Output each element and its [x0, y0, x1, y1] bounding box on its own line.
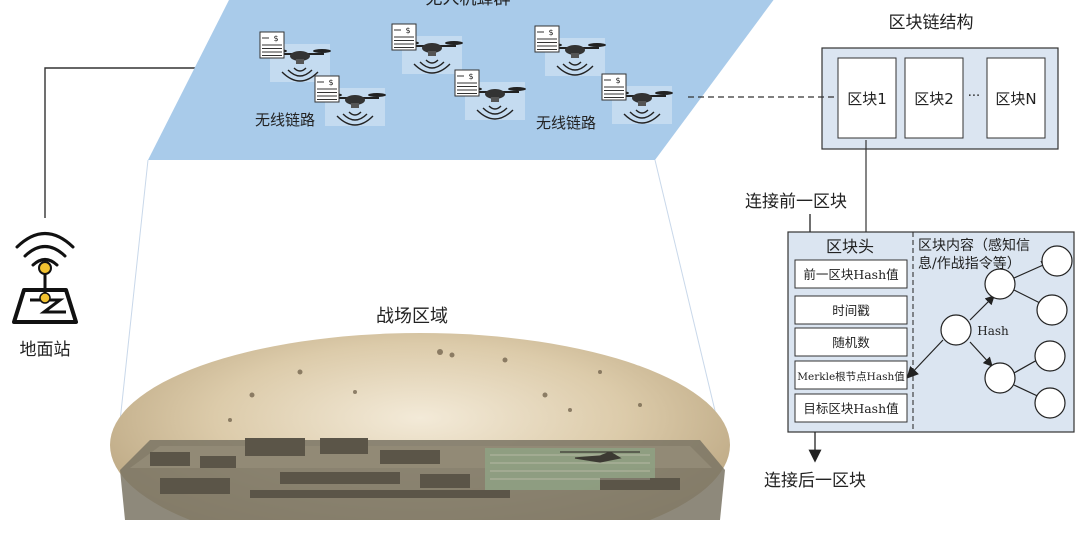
- header-field-box: [794, 393, 908, 423]
- ground-station-label: 地面站: [20, 340, 71, 360]
- ledger-icon: $: [601, 73, 627, 101]
- projection-line-left: [117, 159, 149, 441]
- merkle-leaf-node: [1034, 387, 1066, 419]
- ledger-icon: $: [314, 75, 340, 103]
- merkle-leaf-node: [1034, 340, 1066, 372]
- header-field-box: [794, 360, 908, 390]
- wireless-signal-icon: [15, 232, 75, 267]
- merkle-branch-node: [984, 268, 1016, 300]
- block-content-title-line2: 息/作战指令等）: [918, 255, 1021, 272]
- battlefield-label: 战场区域: [376, 306, 448, 327]
- wireless-link-label-right: 无线链路: [536, 114, 596, 132]
- radio-waves-icon: [413, 59, 451, 74]
- header-field-box: [794, 327, 908, 357]
- ledger-icon: $: [534, 25, 560, 53]
- header-field-label: 随机数: [832, 335, 870, 350]
- radio-waves-icon: [556, 61, 594, 76]
- connect-previous-label: 连接前一区块: [745, 192, 847, 212]
- ledger-icon: $: [454, 69, 480, 97]
- header-field-box: [794, 295, 908, 325]
- radio-waves-icon: [623, 109, 661, 124]
- block-n: [986, 57, 1046, 139]
- wireless-link-label-left: 无线链路: [255, 111, 315, 129]
- drone-node: $: [314, 75, 386, 126]
- radio-waves-icon: [336, 111, 374, 126]
- ledger-symbol: $: [548, 28, 553, 37]
- header-field-box: [794, 259, 908, 289]
- block-1: [837, 57, 897, 139]
- ground-link-line: [44, 67, 205, 218]
- connect-next-label: 连接后一区块: [764, 471, 866, 491]
- merkle-leaf-node: [1036, 294, 1068, 326]
- block-1-label: 区块1: [847, 90, 887, 108]
- drone-node: $: [534, 25, 606, 76]
- merkle-branch-node: [984, 362, 1016, 394]
- block-2: [904, 57, 964, 139]
- ground-station: 地面站: [12, 67, 205, 360]
- terrain-debris: [228, 349, 642, 422]
- base-compound: [120, 438, 725, 520]
- ledger-symbol: $: [328, 78, 333, 87]
- header-field-label: Merkle根节点Hash值: [797, 370, 905, 383]
- radio-waves-icon: [281, 67, 319, 82]
- blockchain-structure: 区块链结构 区块1 区块2 ··· 区块N: [688, 13, 1059, 232]
- ledger-symbol: $: [615, 76, 620, 85]
- drone-swarm-plane: 无人机蜂群 无线链路 无线链路 $ $ $ $ $ $: [148, 0, 774, 160]
- ledger-symbol: $: [273, 34, 278, 43]
- merkle-root-node: [940, 314, 972, 346]
- block-content-title-line1: 区块内容（感知信: [918, 237, 1030, 254]
- header-field-label: 目标区块Hash值: [803, 401, 898, 416]
- ledger-symbol: $: [405, 26, 410, 35]
- drone-node: $: [454, 69, 526, 120]
- merkle-leaf-node: [1041, 245, 1073, 277]
- drone-node: $: [391, 23, 463, 74]
- header-field-label: 前一区块Hash值: [803, 267, 898, 282]
- helicopter-icon: [560, 451, 640, 463]
- block-n-label: 区块N: [995, 90, 1036, 108]
- ledger-symbol: $: [468, 72, 473, 81]
- blockchain-title: 区块链结构: [889, 13, 974, 33]
- block-ellipsis: ···: [968, 89, 980, 104]
- drone-node: $: [601, 73, 673, 124]
- merkle-hash-label: Hash: [977, 324, 1009, 338]
- merkle-tree: [906, 245, 1073, 419]
- projection-line-right: [654, 159, 723, 441]
- block-header-title: 区块头: [826, 237, 874, 256]
- radio-waves-icon: [476, 105, 514, 120]
- header-field-label: 时间戳: [832, 303, 870, 318]
- ledger-icon: $: [259, 31, 285, 59]
- ground-station-icon: [12, 261, 78, 324]
- ledger-icon: $: [391, 23, 417, 51]
- battlefield-area: 战场区域: [100, 159, 750, 543]
- swarm-title: 无人机蜂群: [426, 0, 511, 9]
- block-2-label: 区块2: [914, 90, 954, 108]
